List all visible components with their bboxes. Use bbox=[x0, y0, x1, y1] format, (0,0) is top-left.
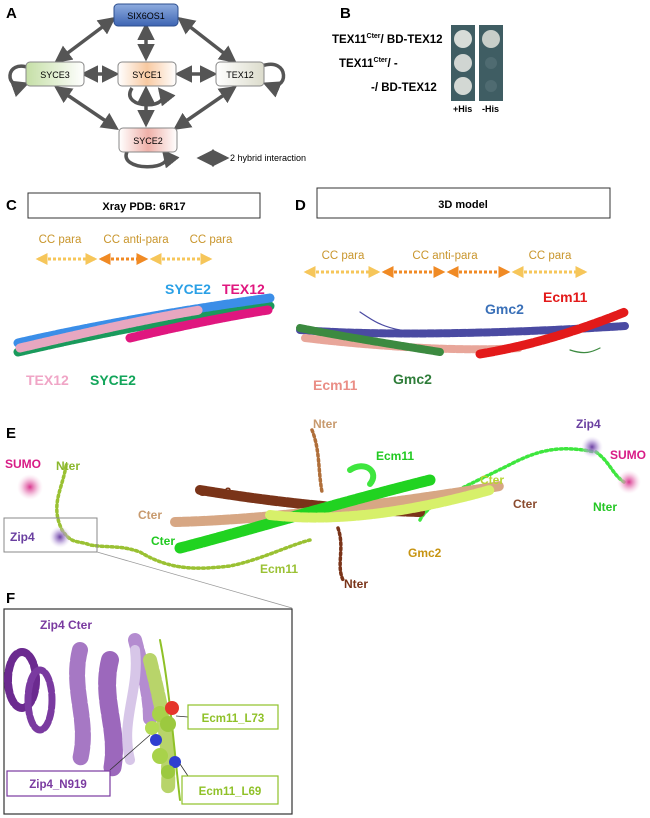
e-nter-gmc2-top: Nter bbox=[313, 417, 337, 431]
panel-b-letter: B bbox=[340, 5, 351, 22]
e-nter-right: Nter bbox=[593, 500, 617, 514]
d-label-ecm11-top: Ecm11 bbox=[543, 289, 588, 305]
e-zip4-blob-right bbox=[581, 436, 603, 458]
c-label-tex12-bottom: TEX12 bbox=[26, 372, 69, 388]
f-box-l69 bbox=[181, 775, 279, 805]
e-sumo-left: SUMO bbox=[5, 457, 41, 471]
c-label-tex12-top: TEX12 bbox=[222, 281, 265, 297]
panel-c-title-box bbox=[27, 192, 261, 219]
f-leader-n919 bbox=[109, 734, 151, 771]
panel-f: F Zip4 Cter Ecm11_L73 Zip4_ bbox=[3, 590, 293, 815]
d-coiled-coil bbox=[296, 307, 630, 359]
panel-e-letter: E bbox=[6, 425, 16, 442]
panel-a-letter: A bbox=[6, 5, 17, 22]
panel-d-letter: D bbox=[295, 197, 306, 214]
e-sumo-blob-left bbox=[17, 474, 43, 500]
panel-e: E SUMO Nter Zip4 Zip4 SUMO Nter bbox=[3, 417, 646, 609]
e-zip4-blob-left bbox=[49, 526, 71, 548]
e-sumo-right: SUMO bbox=[610, 448, 646, 462]
f-label-l73: Ecm11_L73 bbox=[202, 713, 265, 725]
e-sumo-blob-right bbox=[617, 470, 641, 494]
f-zip4-cter-label: Zip4 Cter bbox=[40, 618, 92, 632]
panel-f-letter: F bbox=[6, 590, 15, 607]
svg-text:SIX6OS1: SIX6OS1 bbox=[127, 11, 165, 21]
panel-a: A SIX6OS1 SYCE3 SYCE1 bbox=[6, 3, 306, 169]
legend-two-hybrid: 2 hybrid interaction bbox=[196, 149, 306, 167]
node-six6os1: SIX6OS1 bbox=[113, 3, 179, 27]
f-label-l69: Ecm11_L69 bbox=[199, 786, 262, 798]
legend-label: 2 hybrid interaction bbox=[230, 153, 306, 163]
panel-d-title-box bbox=[316, 187, 611, 219]
f-leader-l69 bbox=[179, 763, 189, 777]
row2-label: TEX11Cter/ - bbox=[339, 57, 398, 70]
e-cter-left: Cter bbox=[151, 534, 175, 548]
f-box-n919 bbox=[6, 770, 111, 797]
plate-plus-his bbox=[451, 25, 475, 101]
node-tex12: TEX12 bbox=[215, 61, 265, 87]
d-label-gmc2-bottom: Gmc2 bbox=[393, 371, 432, 387]
panel-d: D 3D model CC para CC anti-para CC para … bbox=[295, 187, 630, 393]
e-gmc2-bottom: Gmc2 bbox=[408, 546, 442, 560]
e-zoom-box bbox=[3, 517, 98, 553]
d-label-para-right: CC para bbox=[529, 250, 572, 262]
panel-c-letter: C bbox=[6, 197, 17, 214]
f-box-l73 bbox=[187, 704, 279, 730]
interaction-edges bbox=[8, 16, 286, 169]
c-label-syce2-top: SYCE2 bbox=[165, 281, 211, 297]
panel-c-title: Xray PDB: 6R17 bbox=[102, 201, 185, 213]
plate2-label: -His bbox=[482, 104, 499, 114]
svg-text:SYCE3: SYCE3 bbox=[40, 70, 70, 80]
e-zoom-line bbox=[96, 551, 293, 609]
c-label-para-right: CC para bbox=[190, 234, 233, 246]
panel-d-title: 3D model bbox=[438, 199, 488, 211]
svg-text:TEX12: TEX12 bbox=[226, 70, 254, 80]
c-coiled-coil bbox=[13, 293, 275, 357]
c-label-para-left: CC para bbox=[39, 234, 82, 246]
d-label-antipara: CC anti-para bbox=[412, 250, 478, 262]
e-helix-bundle bbox=[170, 463, 505, 554]
d-label-ecm11-bottom: Ecm11 bbox=[313, 377, 358, 393]
e-zip4-left: Zip4 bbox=[10, 530, 35, 544]
e-ecm11-top: Ecm11 bbox=[376, 449, 414, 463]
plate-minus-his bbox=[479, 25, 503, 101]
panel-b: B TEX11Cter/ BD-TEX12 TEX11Cter/ - -/ BD… bbox=[332, 5, 503, 114]
node-syce1: SYCE1 bbox=[117, 61, 177, 87]
e-zip4-right: Zip4 bbox=[576, 417, 601, 431]
row1-label: TEX11Cter/ BD-TEX12 bbox=[332, 33, 443, 46]
svg-text:SYCE1: SYCE1 bbox=[132, 70, 162, 80]
e-cter-right: Cter bbox=[513, 497, 537, 511]
e-ecm11-bottom: Ecm11 bbox=[260, 562, 298, 576]
c-label-antipara: CC anti-para bbox=[103, 234, 169, 246]
e-nter-left: Nter bbox=[56, 459, 80, 473]
svg-text:SYCE2: SYCE2 bbox=[133, 136, 163, 146]
f-residue-spheres bbox=[145, 701, 181, 779]
row3-label: -/ BD-TEX12 bbox=[371, 82, 437, 94]
f-leader-l73 bbox=[175, 715, 189, 718]
node-syce2: SYCE2 bbox=[118, 127, 178, 153]
e-nter-bottom: Nter bbox=[344, 577, 368, 591]
e-cter-right-top: Cter bbox=[480, 473, 504, 487]
panel-c: C Xray PDB: 6R17 CC para CC anti-para CC… bbox=[6, 192, 275, 388]
e-gmc2-top: Gmc2 bbox=[198, 485, 232, 499]
f-label-n919: Zip4_N919 bbox=[29, 779, 87, 791]
c-label-syce2-bottom: SYCE2 bbox=[90, 372, 136, 388]
plate1-label: +His bbox=[453, 104, 472, 114]
e-cter-left-top: Cter bbox=[138, 508, 162, 522]
d-label-gmc2-top: Gmc2 bbox=[485, 301, 524, 317]
node-syce3: SYCE3 bbox=[25, 61, 85, 87]
d-label-para-left: CC para bbox=[322, 250, 365, 262]
